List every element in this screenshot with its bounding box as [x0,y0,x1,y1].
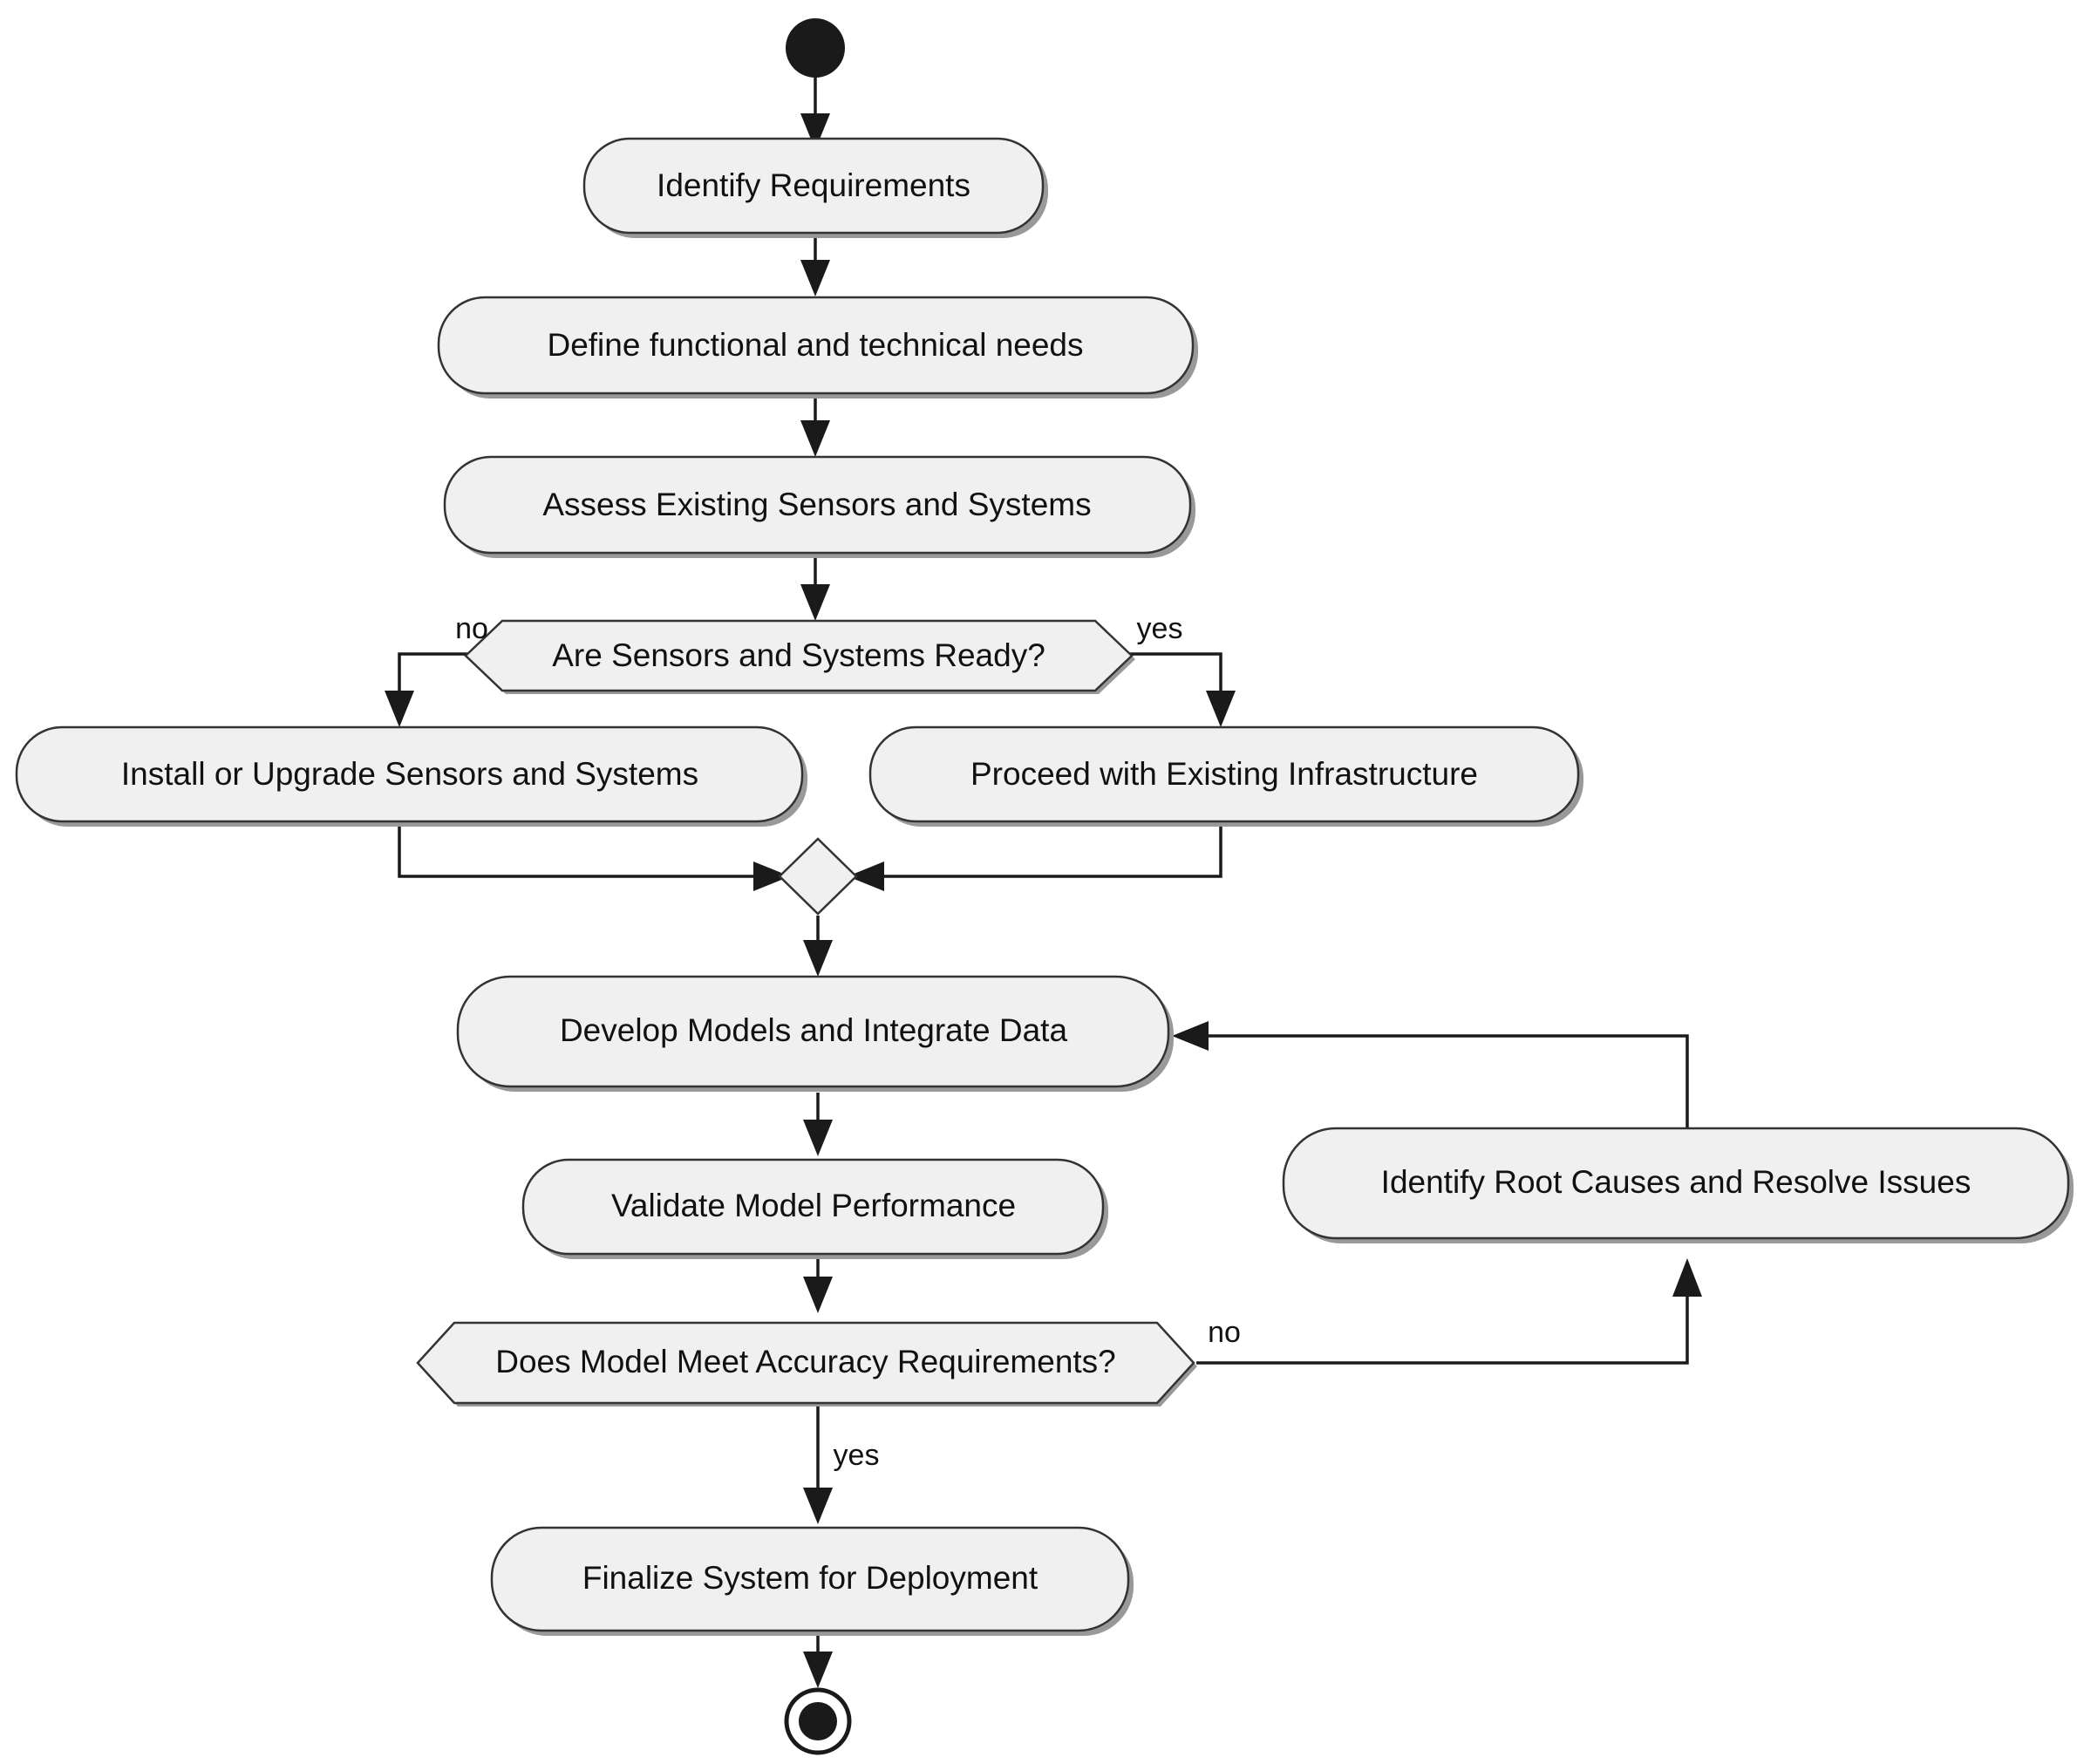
edge-identify-requirements-to-define-needs [800,235,830,296]
edge-define-needs-to-assess [800,397,830,457]
edge-merge-to-develop [803,916,833,977]
action-node-validate-model-performance[interactable]: Validate Model Performance [521,1158,1108,1259]
edge-install-to-merge [398,823,790,891]
action-node-define-functional-and-technical-needs[interactable]: Define functional and technical needs [437,296,1198,398]
edge-label-ready-yes: yes [1137,612,1183,645]
edge-label-accuracy-no: no [1208,1316,1241,1349]
action-node-install-or-upgrade-sensors-and-systems[interactable]: Install or Upgrade Sensors and Systems [15,725,807,827]
action-label: Validate Model Performance [611,1188,1016,1223]
action-node-identify-root-causes-and-resolve-issues[interactable]: Identify Root Causes and Resolve Issues [1282,1127,2074,1243]
action-label: Identify Requirements [657,167,970,203]
initial-node [786,18,845,78]
decision-label: Does Model Meet Accuracy Requirements? [495,1344,1116,1379]
decision-node-does-model-meet-accuracy-requirements[interactable]: Does Model Meet Accuracy Requirements? [416,1321,1197,1406]
action-node-assess-existing-sensors-and-systems[interactable]: Assess Existing Sensors and Systems [443,455,1195,558]
action-label: Identify Root Causes and Resolve Issues [1381,1164,1971,1200]
decision-node-are-sensors-and-systems-ready[interactable]: Are Sensors and Systems Ready? [464,619,1135,694]
action-label: Develop Models and Integrate Data [560,1012,1068,1048]
action-node-proceed-with-existing-infrastructure[interactable]: Proceed with Existing Infrastructure [868,725,1583,827]
edge-decision-ready-no-to-install [385,652,495,727]
action-node-identify-requirements[interactable]: Identify Requirements [582,137,1048,238]
action-label: Proceed with Existing Infrastructure [970,756,1478,792]
edge-start-to-identify-requirements [800,77,830,150]
final-node [784,1687,852,1755]
edge-label-accuracy-yes: yes [834,1439,880,1472]
edge-develop-to-validate [803,1093,833,1156]
edge-decision-accuracy-no-to-root-causes [1196,1258,1702,1365]
edge-finalize-to-end [803,1629,833,1688]
edge-assess-to-decision-ready [800,555,830,621]
edge-decision-accuracy-yes-to-finalize [803,1400,833,1524]
decision-label: Are Sensors and Systems Ready? [552,637,1045,673]
merge-node [778,837,858,916]
action-node-develop-models-and-integrate-data[interactable]: Develop Models and Integrate Data [456,975,1174,1092]
action-label: Define functional and technical needs [547,327,1083,363]
edge-layer [385,77,1702,1688]
edge-label-ready-no: no [455,612,488,645]
edge-decision-ready-yes-to-proceed [1106,652,1236,727]
edge-proceed-to-merge [848,823,1222,891]
action-label: Assess Existing Sensors and Systems [542,487,1091,522]
action-node-finalize-system-for-deployment[interactable]: Finalize System for Deployment [490,1526,1134,1636]
edge-validate-to-decision-accuracy [803,1256,833,1313]
action-label: Finalize System for Deployment [582,1560,1038,1596]
action-label: Install or Upgrade Sensors and Systems [121,756,698,792]
edge-root-causes-to-develop [1172,1021,1689,1128]
